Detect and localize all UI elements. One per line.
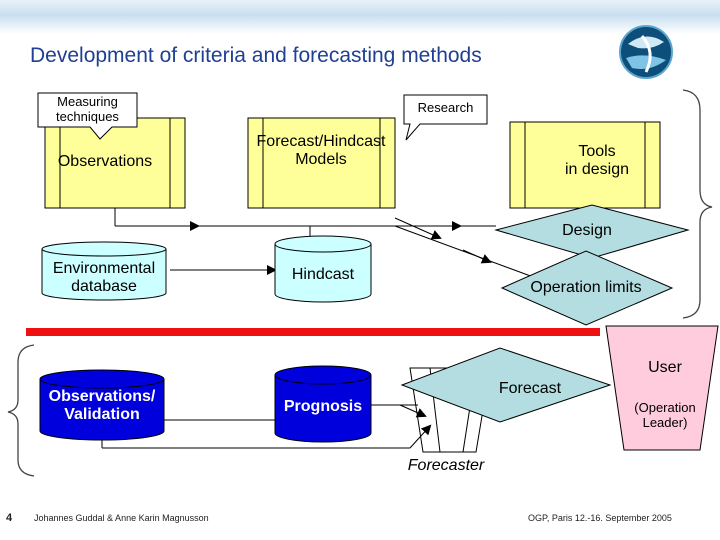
user-label: User — [648, 359, 682, 376]
footer-event: OGP, Paris 12.-16. September 2005 — [528, 513, 672, 523]
design-label: Design — [562, 222, 612, 239]
page-title: Development of criteria and forecasting … — [30, 44, 482, 67]
right-brace-top — [682, 89, 713, 319]
forecast-hindcast-box — [247, 117, 396, 209]
forecast-label: Forecast — [498, 380, 562, 397]
observations-validation-label: Observations/ Validation — [48, 388, 156, 424]
page-number: 4 — [6, 512, 13, 524]
footer-authors: Johannes Guddal & Anne Karin Magnusson — [34, 513, 209, 523]
design-shape — [494, 204, 690, 259]
red-divider-bar — [26, 328, 600, 336]
forecast-hindcast-label: Forecast/Hindcast Models — [256, 133, 386, 169]
environmental-db-shape — [41, 241, 167, 301]
left-brace-bottom — [7, 344, 35, 477]
forecaster-label: Forecaster — [407, 457, 485, 474]
hindcast-shape — [274, 235, 372, 303]
research-callout-shape — [403, 94, 488, 141]
globe-logo — [619, 25, 673, 79]
operation-limits-label: Operation limits — [530, 279, 642, 296]
operation-limits-shape — [500, 250, 674, 326]
operation-leader-label: (Operation Leader) — [634, 400, 696, 430]
prognosis-shape — [274, 365, 372, 443]
observations-box — [44, 117, 186, 209]
observations-validation-shape — [39, 369, 165, 441]
measuring-techniques-callout: Measuring techniques — [56, 94, 119, 124]
forecast-shape — [400, 347, 612, 423]
measuring-callout-shape — [37, 92, 138, 140]
header-banner — [0, 0, 720, 34]
research-callout: Research — [417, 100, 474, 115]
observations-label: Observations — [57, 153, 153, 170]
prognosis-label: Prognosis — [283, 398, 363, 415]
environmental-database-label: Environmental database — [52, 260, 156, 296]
user-shape — [605, 325, 719, 451]
tools-in-design-label: Tools in design — [564, 143, 630, 179]
hindcast-label: Hindcast — [291, 266, 355, 283]
